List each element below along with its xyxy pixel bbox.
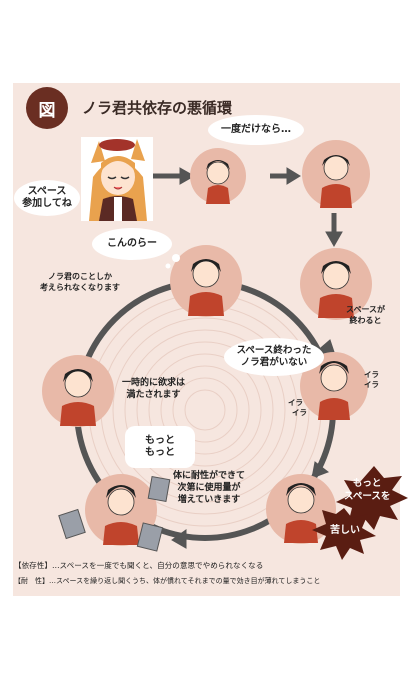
arrow-ring-head-bottom [171, 529, 187, 549]
note-tolerance: 【耐 性】…スペースを繰り返し聞くうち、体が慣れてそれまでの量で効き目が薄れてし… [14, 577, 321, 585]
arrow-ring-head-bottom-right [311, 461, 330, 479]
person-figure-listening [320, 155, 352, 208]
caption-ira-2: イラ [364, 380, 379, 389]
speech-bubble-join: スペース 参加してね [14, 180, 80, 216]
speech-bubble-konnora: こんのらー [92, 228, 172, 260]
burst-text-more: もっと スペースを [344, 478, 391, 502]
person-figure-obsessed [188, 259, 224, 316]
person-figure-hesitant [206, 160, 230, 204]
note-dependence: 【依存性】…スペースを一度でも聞くと、自分の意思でやめられなくなる [14, 561, 264, 570]
caption-ira-3: イラ [288, 398, 303, 407]
burst-pain [312, 508, 376, 560]
person-figure-craving [103, 485, 139, 545]
speech-bubble-more: もっと もっと [125, 426, 195, 468]
caption-space-ending: スペースが 終わると [346, 305, 386, 325]
character-portrait [81, 137, 153, 221]
burst-text-pain: 苦しい [330, 525, 360, 536]
caption-only-nora: ノラ君のことしか 考えられなくなります [40, 272, 120, 292]
caption-ira-1: イラ [364, 370, 379, 379]
burst-more [336, 466, 408, 530]
thought-dot-2 [165, 263, 171, 269]
person-figure-suffering [284, 483, 318, 543]
phone-top [147, 476, 171, 502]
caption-satisfied: 一時的に欲求は 満たされます [122, 378, 186, 401]
person-figure-worried [318, 261, 354, 318]
figure-badge: 図 [26, 87, 68, 129]
caption-ira-4: イラ [292, 408, 307, 417]
speech-bubble-once: 一度だけなら… [208, 115, 304, 145]
speech-bubble-space-ended: スペース終わった ノラ君がいない [224, 338, 324, 376]
person-figure-irritated [318, 361, 350, 420]
caption-tolerance: 体に耐性ができて 次第に使用量が 増えていきます [173, 471, 246, 506]
phone-left [58, 508, 86, 540]
thought-dot-1 [172, 254, 180, 262]
person-figure-satisfied [60, 369, 96, 426]
phone-right [136, 522, 164, 552]
page-title: ノラ君共依存の悪循環 [82, 99, 233, 117]
